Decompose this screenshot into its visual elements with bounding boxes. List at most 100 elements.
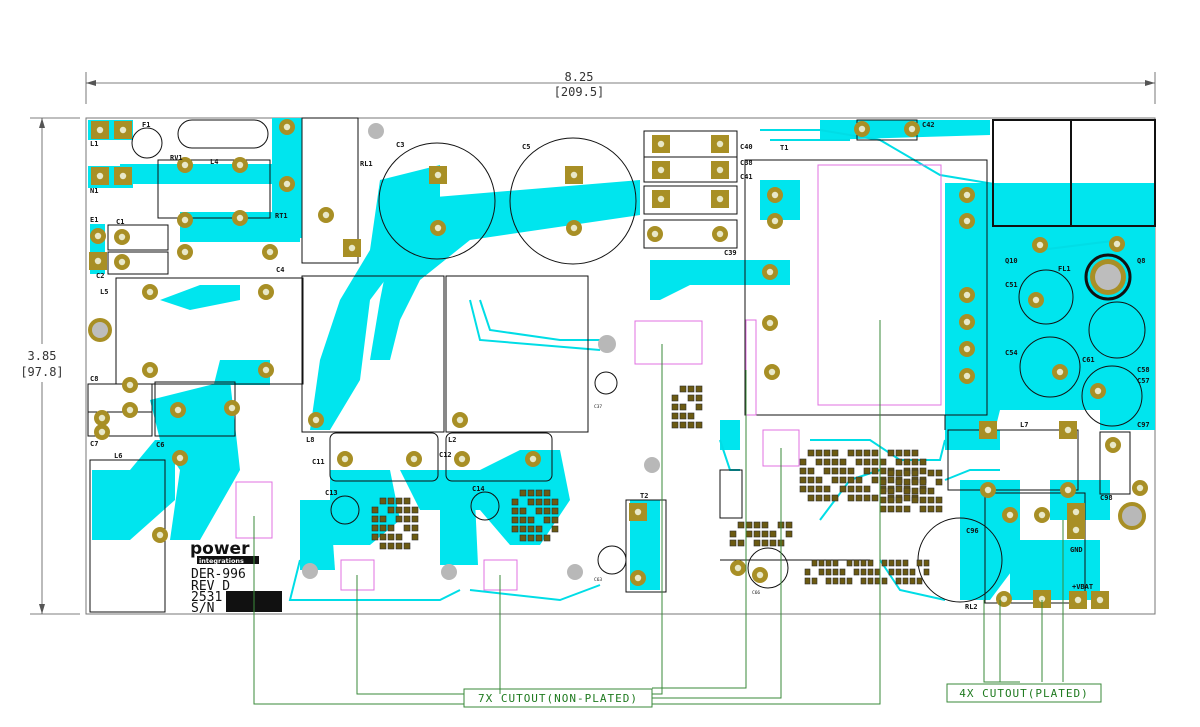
smd-component (909, 577, 916, 585)
ref-RL2: RL2 (965, 603, 978, 611)
logo-word-power: power (190, 539, 250, 559)
smd-component (911, 458, 919, 466)
smd-component (799, 458, 807, 466)
through-hole-pads (89, 119, 1148, 609)
smd-component (871, 467, 879, 475)
smd-component (887, 469, 895, 477)
pad-hole (1109, 441, 1117, 449)
smd-component (839, 577, 846, 585)
smd-component (831, 476, 839, 484)
smd-component (927, 505, 935, 513)
smd-component (871, 458, 879, 466)
pad-hole (236, 161, 244, 169)
smd-component (527, 489, 535, 497)
smd-component (379, 515, 387, 523)
smd-component (881, 559, 888, 567)
pad-hole (1074, 596, 1082, 604)
smd-component (832, 559, 839, 567)
smd-component (511, 525, 519, 533)
smd-component (403, 515, 411, 523)
ref-C40: C40 (740, 143, 753, 151)
ref-C5: C5 (522, 143, 530, 151)
ref-C14: C14 (472, 485, 485, 493)
smd-component (695, 394, 703, 402)
smd-component (919, 496, 927, 504)
smd-component (387, 524, 395, 532)
ref-C13: C13 (325, 489, 338, 497)
smd-component (671, 412, 679, 420)
smd-component (911, 496, 919, 504)
smd-component (679, 412, 687, 420)
smd-component (761, 521, 769, 529)
pad-hole (96, 172, 104, 180)
pad-hole (322, 211, 330, 219)
smd-component (887, 487, 895, 495)
pad-hole (657, 166, 665, 174)
board-id: DER-996 (191, 567, 246, 582)
smd-component (919, 478, 927, 486)
smd-component (823, 467, 831, 475)
ref-C54: C54 (1005, 349, 1018, 357)
pad-hole (716, 166, 724, 174)
smd-component (769, 539, 777, 547)
pad-hole (181, 216, 189, 224)
pad-hole (98, 428, 106, 436)
smd-component (371, 515, 379, 523)
smd-component (832, 577, 839, 585)
smd-component (887, 476, 895, 484)
smd-component (895, 577, 902, 585)
smd-component (847, 494, 855, 502)
pad-hole (96, 126, 104, 134)
smd-component (895, 458, 903, 466)
ref-C39: C39 (724, 249, 737, 257)
smd-component (879, 458, 887, 466)
smd-component (895, 568, 902, 576)
ref-C96: C96 (966, 527, 979, 535)
smd-component (879, 467, 887, 475)
smd-component (895, 478, 903, 486)
smd-component (729, 530, 737, 538)
pad-hole (634, 508, 642, 516)
smd-component (527, 498, 535, 506)
pad-hole (94, 232, 102, 240)
smd-component (671, 403, 679, 411)
smd-component (888, 559, 895, 567)
smd-component (753, 530, 761, 538)
ref-C6: C6 (156, 441, 164, 449)
smd-component (863, 449, 871, 457)
smd-component (403, 542, 411, 550)
power-integrations-logo: power integrations (190, 539, 259, 565)
ref-C51: C51 (1005, 281, 1018, 289)
smd-component (847, 467, 855, 475)
pad-hole (1056, 368, 1064, 376)
smd-component (867, 568, 874, 576)
smd-component (919, 467, 927, 475)
smd-component (395, 506, 403, 514)
pad-hole (858, 125, 866, 133)
pad-hole (1113, 240, 1121, 248)
pad-hole (984, 426, 992, 434)
smd-component (911, 449, 919, 457)
smd-parts (371, 385, 943, 585)
smd-component (519, 516, 527, 524)
smd-component (916, 577, 923, 585)
smd-component (879, 487, 887, 495)
ref-C63: C63 (594, 577, 602, 583)
smd-component (737, 521, 745, 529)
smd-component (807, 476, 815, 484)
smd-component (853, 568, 860, 576)
ref-C7: C7 (90, 440, 98, 448)
pad-hole (126, 381, 134, 389)
smd-component (807, 449, 815, 457)
smd-component (832, 568, 839, 576)
smd-component (860, 577, 867, 585)
smd-component (761, 539, 769, 547)
smd-component (927, 496, 935, 504)
smd-component (903, 478, 911, 486)
ref-L2: L2 (448, 436, 456, 444)
smd-component (753, 521, 761, 529)
width-dimension: 8.25 [209.5] (85, 70, 1156, 104)
pad-hole (768, 368, 776, 376)
pad-hole (262, 288, 270, 296)
smd-component (695, 385, 703, 393)
